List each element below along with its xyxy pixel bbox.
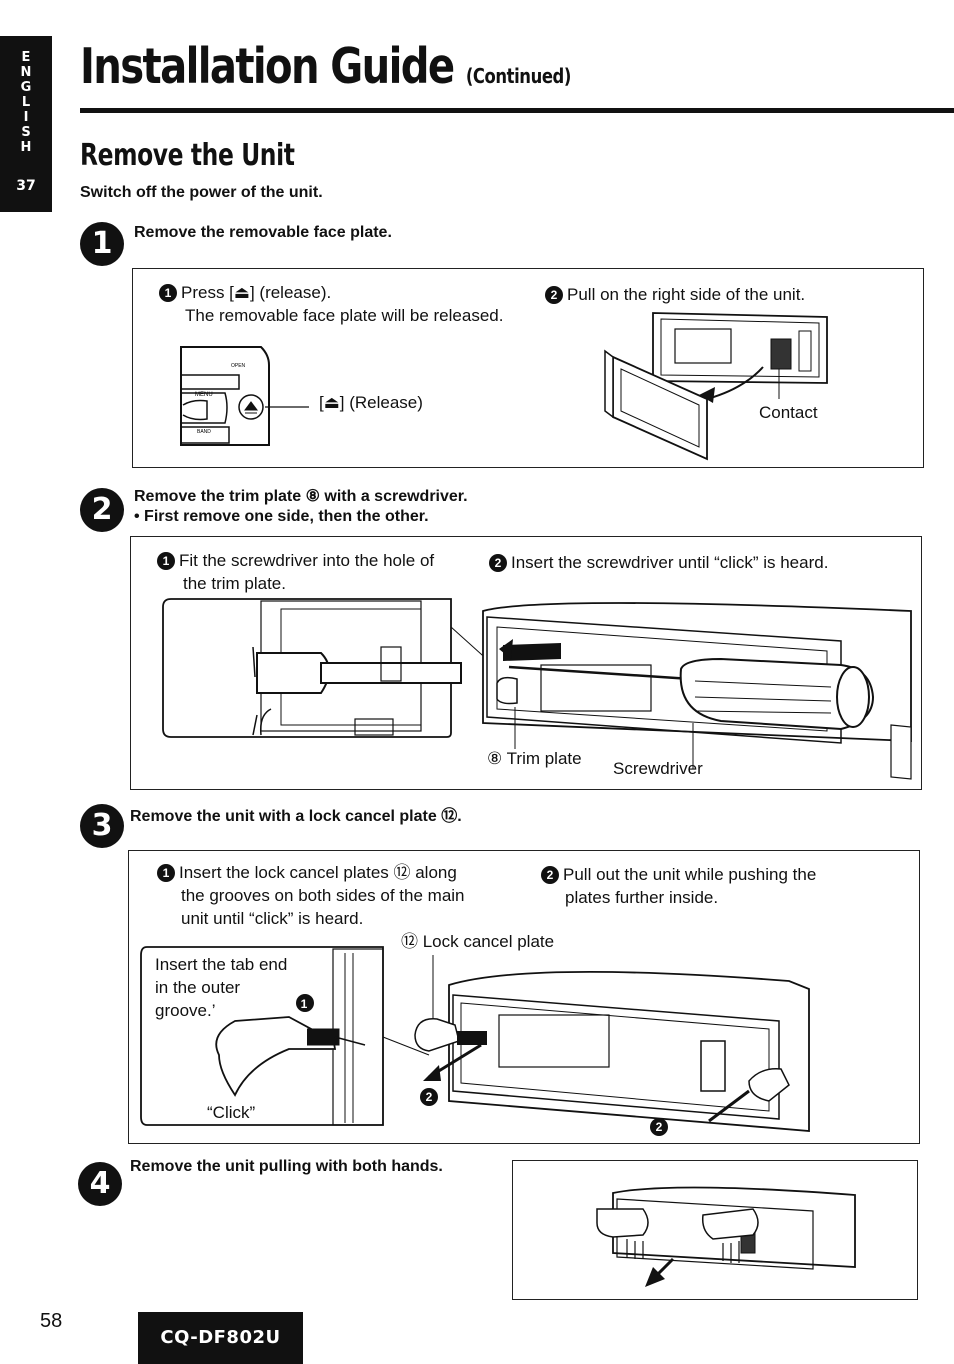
contact-callout: Contact [759,403,818,422]
title-rule [80,108,954,113]
inset-click-label: “Click” [207,1103,256,1122]
step-3-number: 3 [80,804,124,848]
page-number: 58 [40,1310,63,1332]
pull-unit-illustration [596,1186,856,1287]
lock-cancel-plate-callout: ⑫ Lock cancel plate [401,932,555,951]
inset-note-line2: in the outer [155,978,241,997]
step-1-sub-b-marker: 2 [545,286,563,304]
language-letters: E N G L I S H [20,50,32,155]
inset-marker-1: 1 [300,997,308,1011]
screwdriver-callout: Screwdriver [613,759,703,778]
trim-zoom-illustration [162,598,492,738]
step-2-heading: Remove the trim plate ⑧ with a screwdriv… [134,488,468,505]
face-panel-illustration: OPEN MENU BAND [180,346,309,446]
step-2-number: 2 [80,488,124,532]
unit-marker-2b: 2 [655,1120,663,1134]
inset-note-line1: Insert the tab end [155,955,288,974]
title-continued: (Continued) [465,64,572,88]
step-2-sub-b-marker: 2 [489,554,507,572]
inset-note-line3: groove.’ [155,1001,216,1020]
model-badge: CQ-DF802U [138,1312,303,1364]
page-title: Installation Guide (Continued) [80,38,571,95]
step-4-number: 4 [78,1162,122,1206]
step-3-heading: Remove the unit with a lock cancel plate… [130,808,462,825]
step-1-sub-a-marker: 1 [159,284,177,302]
language-tab: E N G L I S H 37 [0,36,52,212]
step-2-sub-a-marker: 1 [157,552,175,570]
section-lead: Switch off the power of the unit. [80,184,323,201]
step-3-sub-a-marker: 1 [157,864,175,882]
step-3-sub-b-marker: 2 [541,866,559,884]
section-title: Remove the Unit [80,138,295,173]
release-callout: [⏏] (Release) [319,393,423,412]
step-2-subheading: • First remove one side, then the other. [134,508,429,525]
step-1-number: 1 [80,222,124,266]
unit-faceplate-illustration [604,312,828,461]
title-main: Installation Guide [80,38,455,95]
step-1-heading: Remove the removable face plate. [134,224,392,241]
panel-band-text: BAND [197,429,211,435]
panel-menu-text: MENU [195,392,213,398]
panel-open-text: OPEN [231,363,246,369]
unit-marker-2a: 2 [425,1090,433,1104]
trim-plate-callout: ⑧ Trim plate [487,749,582,768]
lock-plate-zoom-illustration [140,946,430,1126]
screwdriver-unit-illustration [482,602,912,780]
lock-plate-unit-illustration [414,955,810,1136]
section-page-number: 37 [16,178,36,194]
step-4-box [512,1160,918,1300]
step-4-heading: Remove the unit pulling with both hands. [130,1158,443,1175]
